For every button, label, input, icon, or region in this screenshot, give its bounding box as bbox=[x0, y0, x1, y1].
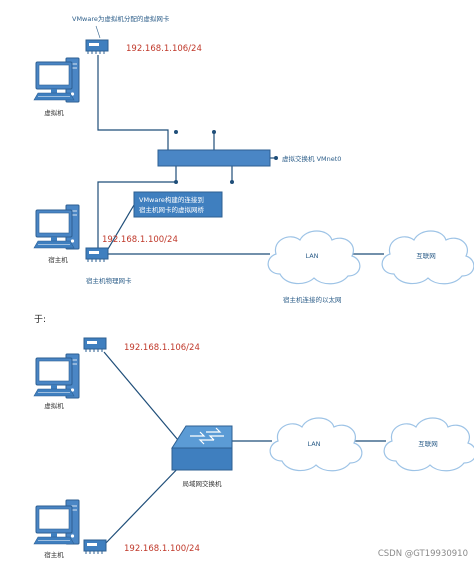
lan-switch-icon bbox=[171, 425, 233, 471]
connector-dot bbox=[212, 130, 216, 134]
internet-label-2: 互联网 bbox=[418, 439, 438, 448]
vm-computer-icon bbox=[33, 61, 75, 101]
lan-label-2: LAN bbox=[307, 440, 320, 448]
host-nic-label: 宿主机物理网卡 bbox=[86, 276, 132, 285]
vm2-label: 虚拟机 bbox=[44, 401, 64, 410]
connector-dot bbox=[274, 156, 278, 160]
separator-text: 于: bbox=[34, 314, 46, 325]
virtual-bridge-note-line1: VMware构建的连接到 bbox=[139, 195, 204, 204]
vm-nic-icon bbox=[85, 39, 109, 55]
host2-nic-icon bbox=[83, 539, 107, 555]
link-vm-to-switch bbox=[103, 351, 179, 441]
vm-ip-address: 192.168.1.106/24 bbox=[126, 44, 202, 54]
link-bridge-to-nic bbox=[107, 204, 135, 250]
virtual-bridge-box bbox=[133, 191, 223, 218]
link-vswitch-to-host-nic bbox=[97, 166, 177, 248]
connector-dot bbox=[230, 180, 234, 184]
host-computer-icon bbox=[33, 209, 75, 249]
virtual-switch-label: 虚拟交换机 VMnet0 bbox=[282, 154, 341, 163]
virtual-switch-bar bbox=[157, 149, 271, 167]
host2-ip-address: 192.168.1.100/24 bbox=[124, 544, 200, 554]
vm2-ip-address: 192.168.1.106/24 bbox=[124, 343, 200, 353]
vm-nic-note: VMware为虚拟机分配的虚拟网卡 bbox=[72, 14, 170, 23]
diagram-2: 192.168.1.106/24 虚拟机 局域网交换机 LAN 互联网 宿主机 … bbox=[33, 337, 474, 559]
vm2-computer-icon bbox=[33, 357, 75, 397]
host2-computer-icon bbox=[33, 505, 75, 545]
lan-label: LAN bbox=[305, 252, 318, 260]
ethernet-label: 宿主机连接的以太网 bbox=[283, 295, 342, 304]
vm-nic-note-leader bbox=[95, 25, 101, 39]
lan-switch-label: 局域网交换机 bbox=[183, 479, 223, 488]
host2-label: 宿主机 bbox=[44, 550, 64, 559]
csdn-watermark: CSDN @GT19930910 bbox=[378, 549, 468, 559]
internet-label: 互联网 bbox=[416, 251, 436, 260]
connector-dot bbox=[174, 130, 178, 134]
virtual-bridge-note-line2: 宿主机网卡的虚拟网桥 bbox=[139, 205, 205, 214]
host-ip-address: 192.168.1.100/24 bbox=[102, 235, 178, 245]
host-label: 宿主机 bbox=[48, 255, 68, 264]
vm2-nic-icon bbox=[83, 337, 107, 353]
diagram-1: VMware为虚拟机分配的虚拟网卡 192.168.1.106/24 虚拟机 虚… bbox=[33, 14, 474, 304]
link-vm-nic-to-vswitch bbox=[97, 55, 169, 150]
link-host-to-switch bbox=[103, 461, 185, 546]
vm-label: 虚拟机 bbox=[44, 108, 64, 117]
host-nic-icon bbox=[85, 247, 109, 263]
connector-dot bbox=[174, 180, 178, 184]
